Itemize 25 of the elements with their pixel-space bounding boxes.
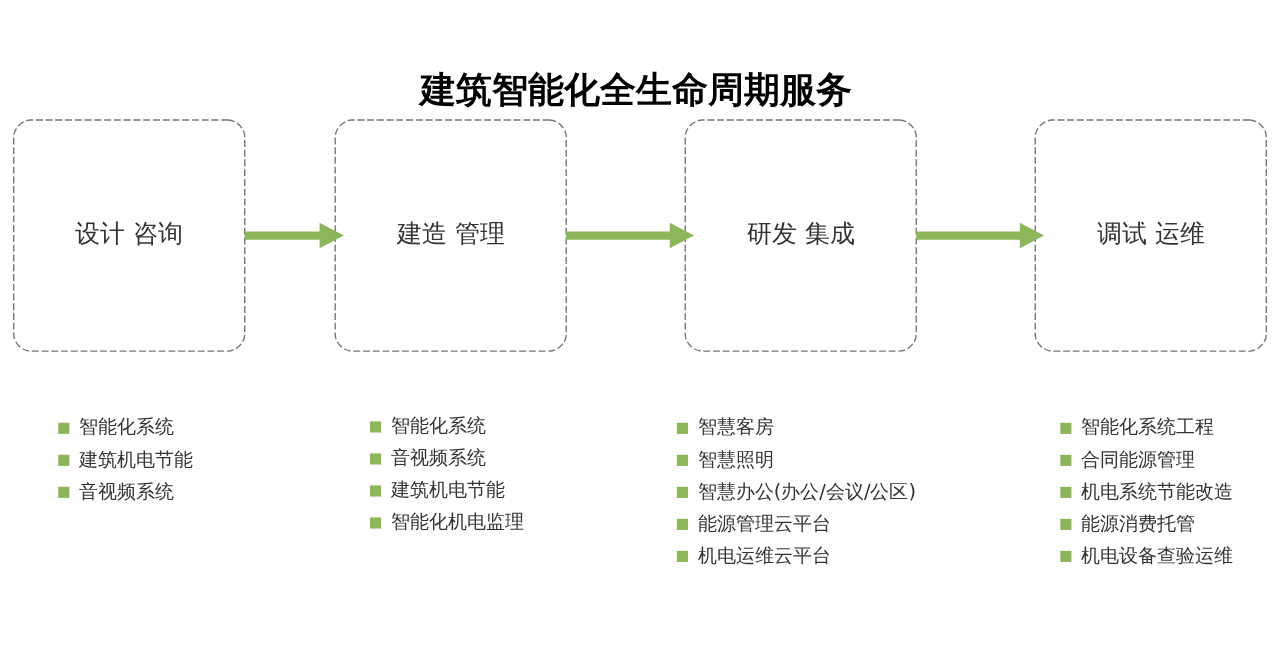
node-label: 合同能源管理: [1081, 447, 1196, 470]
node-label: 智能化系统: [79, 414, 175, 438]
node-label: 音视频系统: [79, 479, 175, 503]
node-label: 智慧办公(办公/会议/公区): [697, 479, 917, 503]
node-label: 智能化系统工程: [1081, 414, 1215, 438]
node-label: 智能化系统: [390, 413, 486, 437]
node-label: 能源管理云平台: [697, 511, 831, 535]
node-label: 建筑机电节能: [390, 477, 505, 501]
node-label: 智能化机电监理: [390, 509, 524, 533]
node-box: 调试 运维: [1034, 118, 1267, 352]
node-label: 能源消费托管: [1081, 511, 1196, 535]
arrow: [916, 222, 1045, 248]
node-box: 建造 管理: [334, 118, 567, 352]
node-label: 机电运维云平台: [697, 543, 831, 567]
node-label: 机电设备查验运维: [1081, 543, 1234, 567]
node-label: 建筑机电节能: [79, 447, 194, 470]
node-label: 智慧客房: [697, 414, 774, 438]
node-label: 机电系统节能改造: [1081, 479, 1234, 503]
node-label: 智慧照明: [697, 447, 774, 470]
node-box: 设计 咨询: [13, 118, 246, 352]
diagram-title: 建筑智能化全生命周期服务: [420, 67, 853, 111]
node-box: 研发 集成: [684, 118, 917, 352]
node-label: 音视频系统: [390, 445, 486, 469]
arrow: [244, 222, 344, 248]
arrow: [566, 222, 695, 248]
